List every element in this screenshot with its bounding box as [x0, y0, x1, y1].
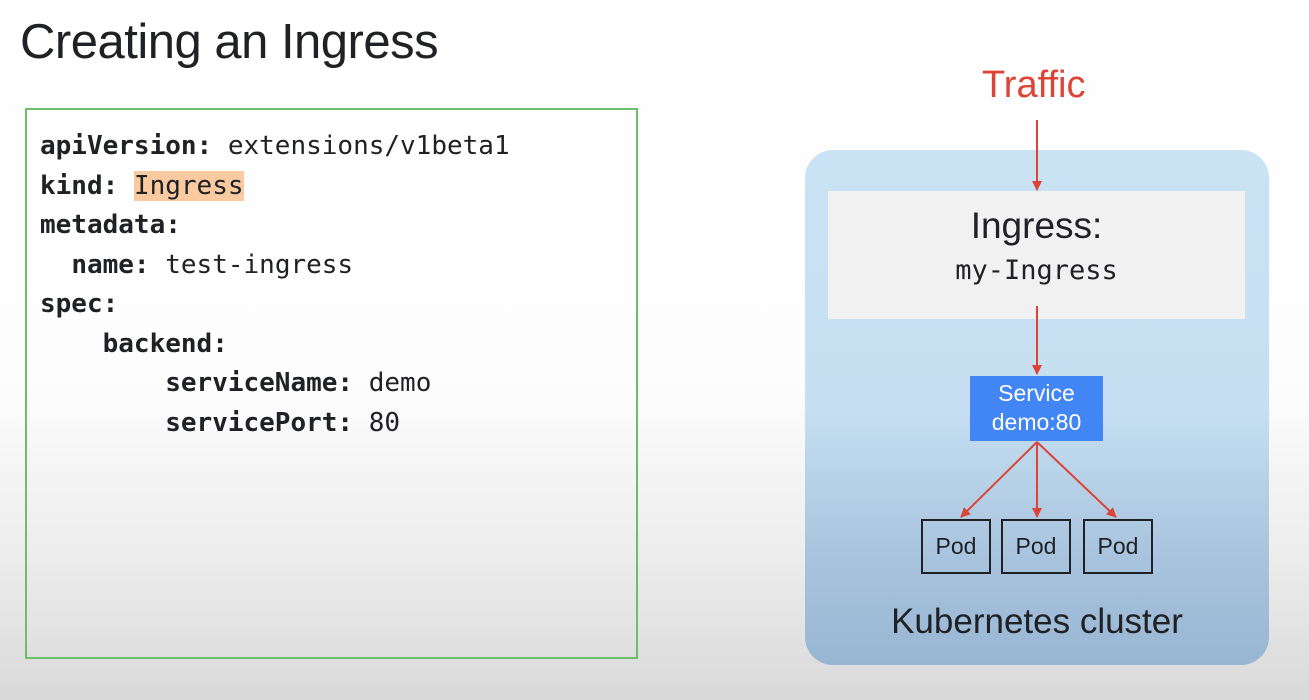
service-box: Service demo:80 — [970, 376, 1103, 441]
code-key: metadata: — [40, 210, 181, 240]
code-key: apiVersion: — [40, 131, 213, 161]
ingress-box: Ingress: my-Ingress — [828, 191, 1245, 319]
slide-title: Creating an Ingress — [20, 15, 439, 69]
service-port-label: demo:80 — [991, 409, 1082, 435]
code-line-kind: kind: Ingress — [40, 167, 510, 207]
code-key: kind: — [40, 170, 119, 201]
code-line-servicename: serviceName: demo — [40, 364, 510, 404]
code-key: name: — [71, 249, 150, 280]
ingress-title: Ingress: — [970, 205, 1103, 246]
code-value: demo — [353, 368, 432, 398]
cluster-label: Kubernetes cluster — [891, 602, 1183, 641]
code-key: servicePort: — [165, 407, 354, 438]
code-line-spec: spec: — [40, 285, 510, 325]
traffic-label: Traffic — [982, 64, 1086, 106]
pod-box-3: Pod — [1083, 519, 1153, 574]
code-value: test-ingress — [149, 249, 354, 280]
pod-box-1: Pod — [921, 519, 991, 574]
code-value: 80 — [353, 407, 401, 438]
code-key: serviceName: — [165, 368, 354, 398]
code-line-serviceport: servicePort: 80 — [40, 404, 510, 444]
yaml-code-block: apiVersion: extensions/v1beta1 kind: Ing… — [40, 127, 510, 443]
code-line-name: name: test-ingress — [40, 246, 510, 286]
pod-box-2: Pod — [1001, 519, 1071, 574]
code-line-backend: backend: — [40, 325, 510, 365]
code-line-apiversion: apiVersion: extensions/v1beta1 — [40, 127, 510, 167]
code-line-metadata: metadata: — [40, 206, 510, 246]
service-label: Service — [998, 380, 1075, 406]
code-key: backend: — [102, 328, 228, 359]
code-key: spec: — [40, 289, 119, 319]
ingress-name: my-Ingress — [955, 255, 1118, 286]
code-value: extensions/v1beta1 — [212, 131, 510, 161]
highlighted-kind-value: Ingress — [133, 170, 244, 201]
code-panel — [25, 108, 638, 659]
